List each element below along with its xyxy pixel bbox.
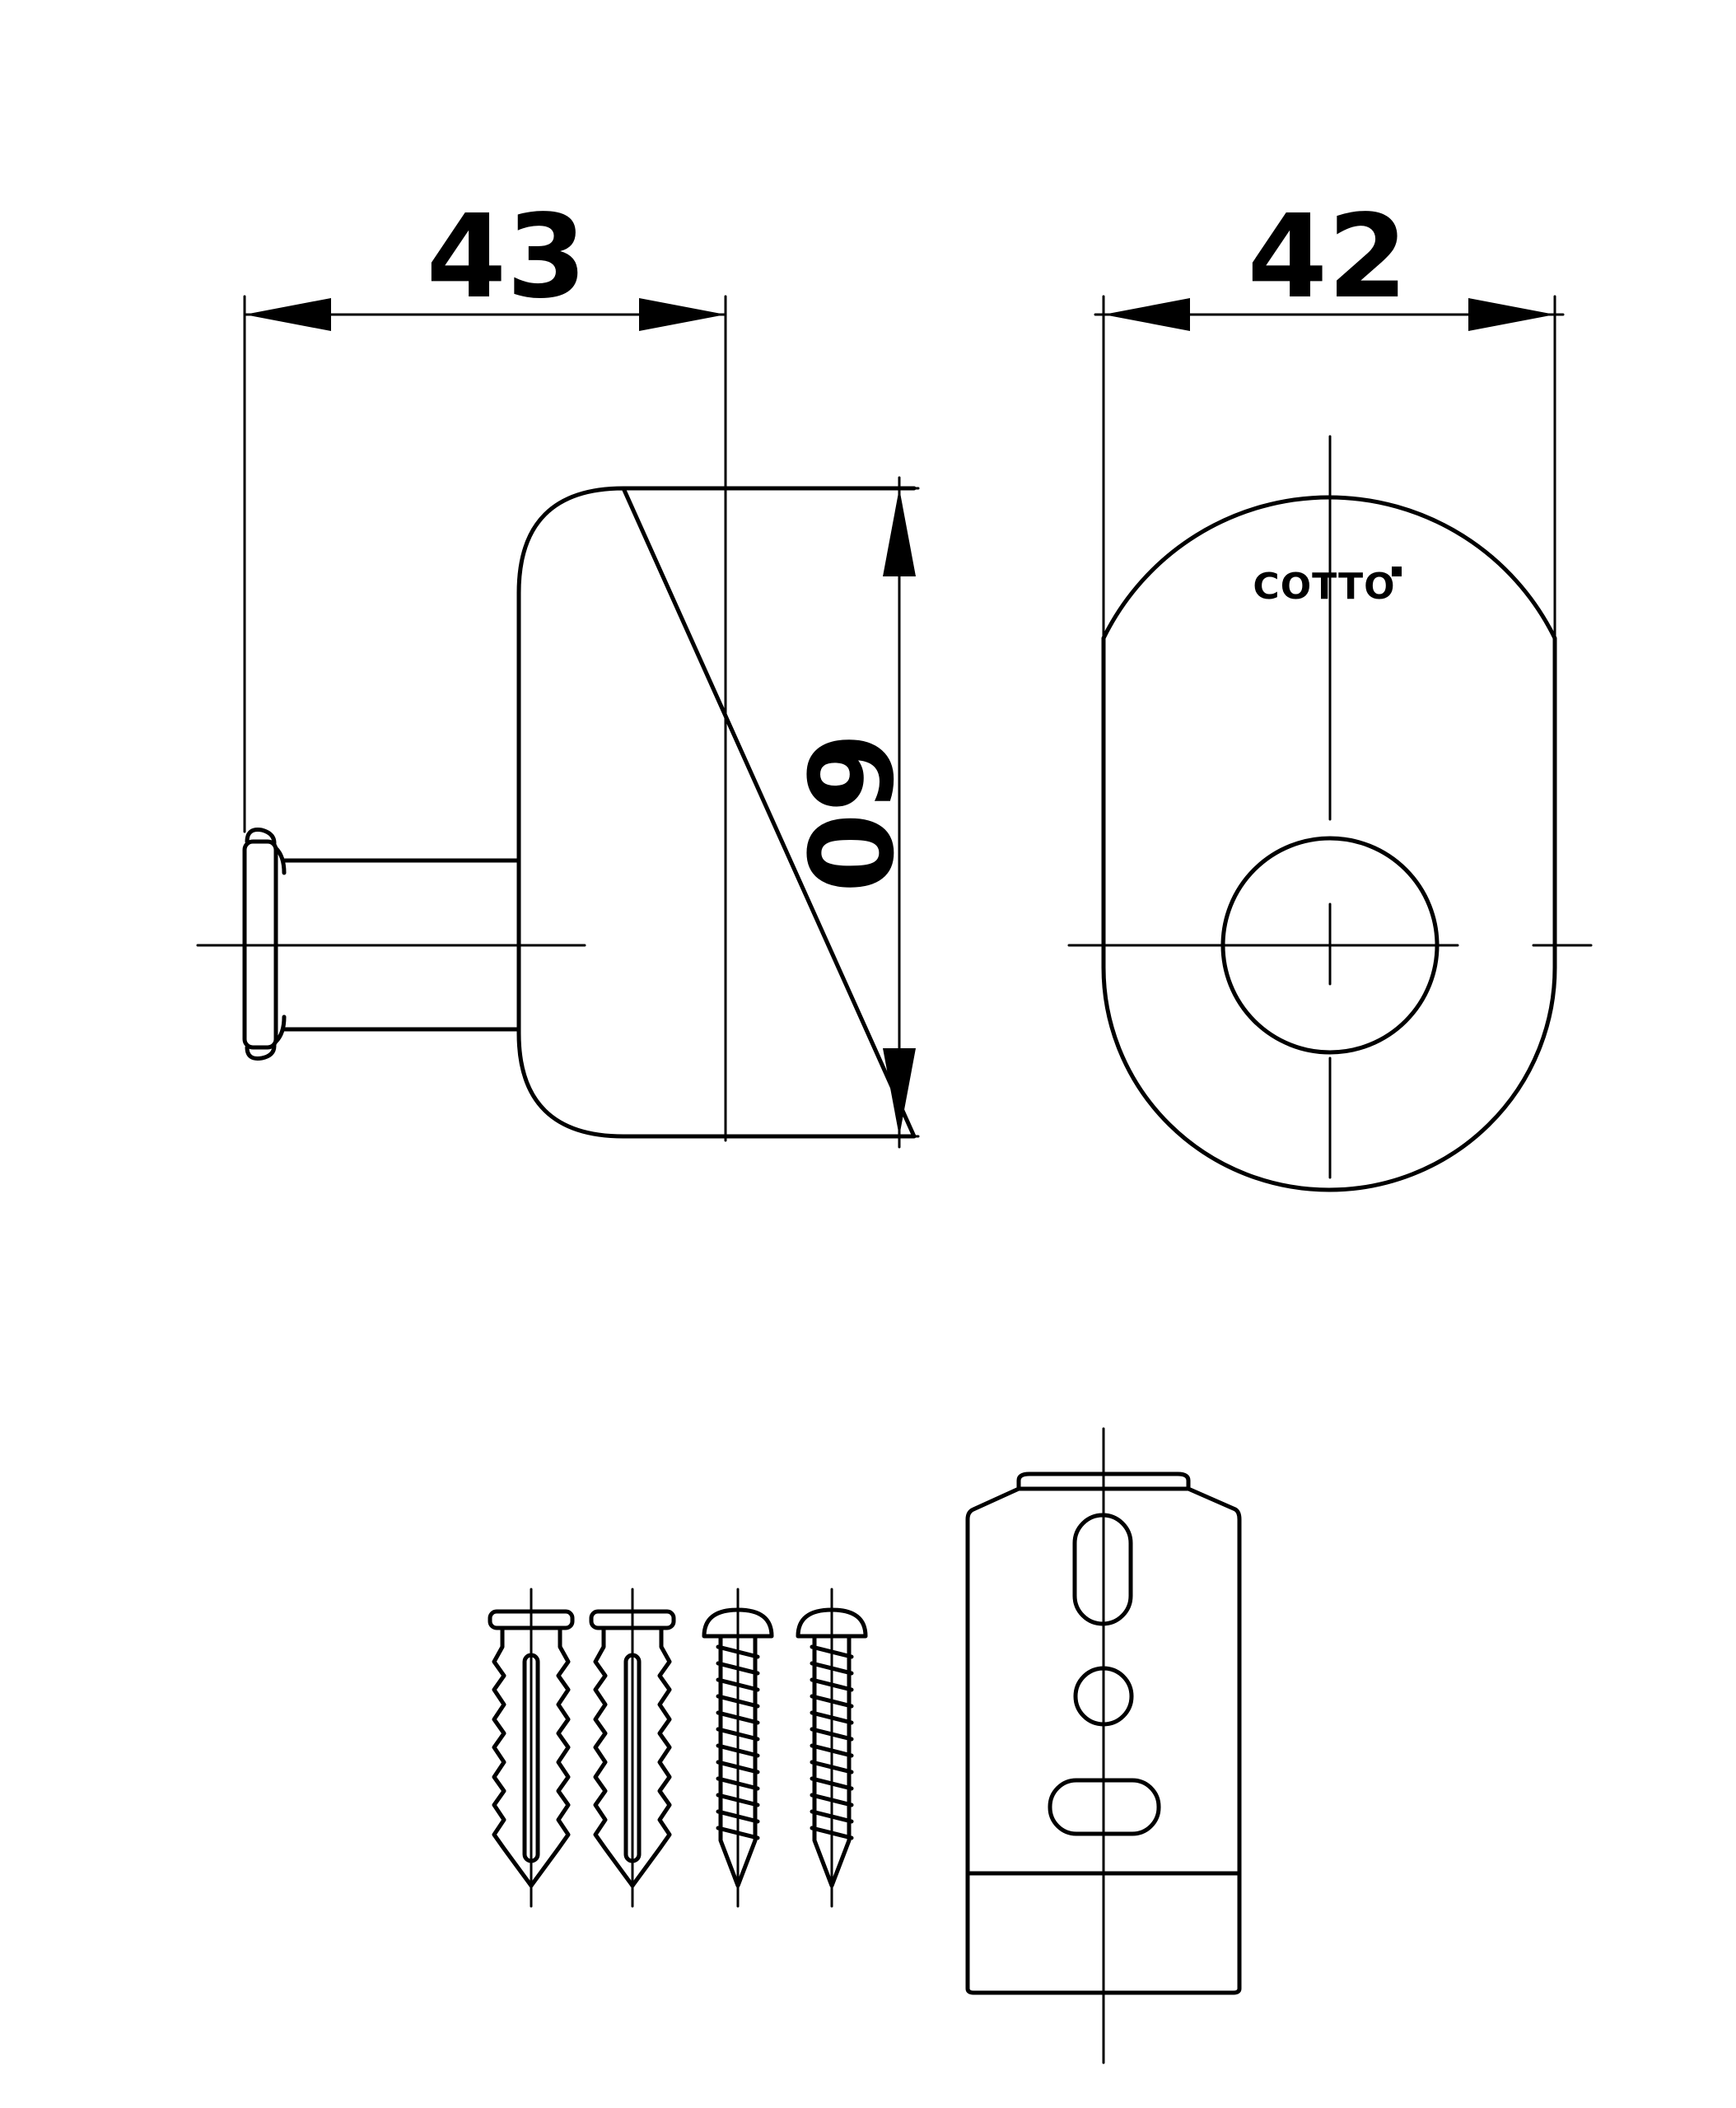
peg-cap-bottom-round	[245, 1043, 277, 1061]
arrow-42-left	[1104, 298, 1190, 331]
plate-top-lip	[1016, 1471, 1191, 1491]
logo-square-mark	[1392, 567, 1402, 576]
wall-anchor-1	[488, 1588, 575, 1908]
arrow-60-bottom	[883, 1048, 916, 1136]
plate-slot-horizontal	[1048, 1778, 1161, 1836]
dimension-front-width: 42	[1248, 190, 1408, 324]
wall-anchor-2	[589, 1588, 676, 1908]
screw-1	[702, 1588, 774, 1908]
dimension-side-width: 43	[427, 190, 587, 324]
plate-slot-vertical	[1072, 1513, 1133, 1626]
arrow-43-right	[639, 298, 726, 331]
plate-outline	[965, 1486, 1242, 1995]
arrow-60-top	[883, 488, 916, 576]
cotto-logo: COTTO	[1253, 566, 1402, 608]
dimension-height: 60	[780, 733, 914, 893]
hardware-set	[488, 1588, 868, 1908]
logo-text: COTTO	[1253, 566, 1395, 608]
front-body-outline	[1101, 495, 1557, 1192]
side-view: 43 60	[196, 190, 920, 1149]
mounting-plate-view	[965, 1427, 1242, 2064]
front-view: 42 COTTO	[1067, 190, 1593, 1192]
screw-2	[796, 1588, 868, 1908]
arrow-43-left	[245, 298, 331, 331]
plate-round-hole	[1073, 1666, 1134, 1727]
peg-cap-top-round	[245, 828, 277, 846]
arrow-42-right	[1468, 298, 1555, 331]
